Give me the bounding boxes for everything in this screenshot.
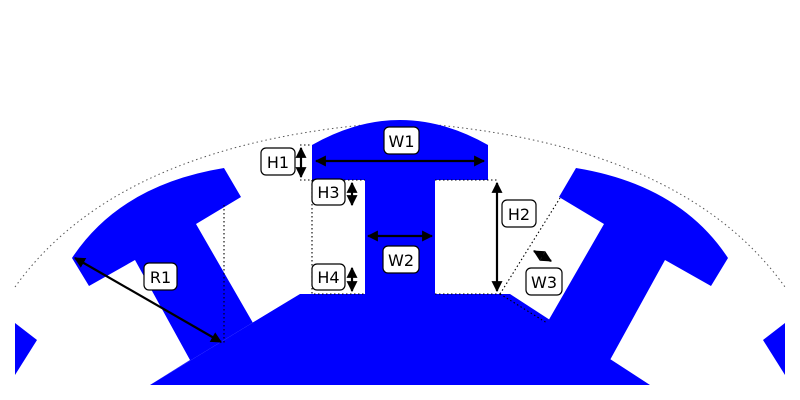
far-left-tooth [15, 323, 37, 375]
slot-left-guide [311, 180, 365, 295]
r1-label-text: R1 [150, 268, 171, 287]
w3-label-text: W3 [531, 273, 557, 292]
w3-label: W3 [525, 267, 563, 296]
w3-dimension-arrow [533, 250, 552, 262]
slot-right-diag-guide [499, 197, 561, 324]
h2-label: H2 [501, 199, 537, 228]
h1-label-text: H1 [267, 153, 289, 172]
center-stem [150, 294, 650, 385]
h4-label: H4 [311, 263, 346, 291]
right-tooth-shoe [500, 168, 728, 385]
w1-label-text: W1 [389, 132, 415, 151]
w1-label: W1 [383, 126, 420, 155]
r1-dimension-arrow [74, 257, 222, 343]
r1-label: R1 [143, 262, 178, 291]
w2-label-text: W2 [388, 251, 414, 270]
stator-yoke [15, 385, 785, 400]
h4-label-text: H4 [317, 268, 339, 287]
w2-label: W2 [382, 245, 420, 274]
h3-label-text: H3 [317, 183, 339, 202]
far-right-tooth [763, 323, 785, 375]
slot-right-guide [435, 179, 500, 295]
h3-label: H3 [311, 178, 346, 206]
h2-label-text: H2 [508, 205, 530, 224]
h1-label: H1 [260, 147, 296, 176]
